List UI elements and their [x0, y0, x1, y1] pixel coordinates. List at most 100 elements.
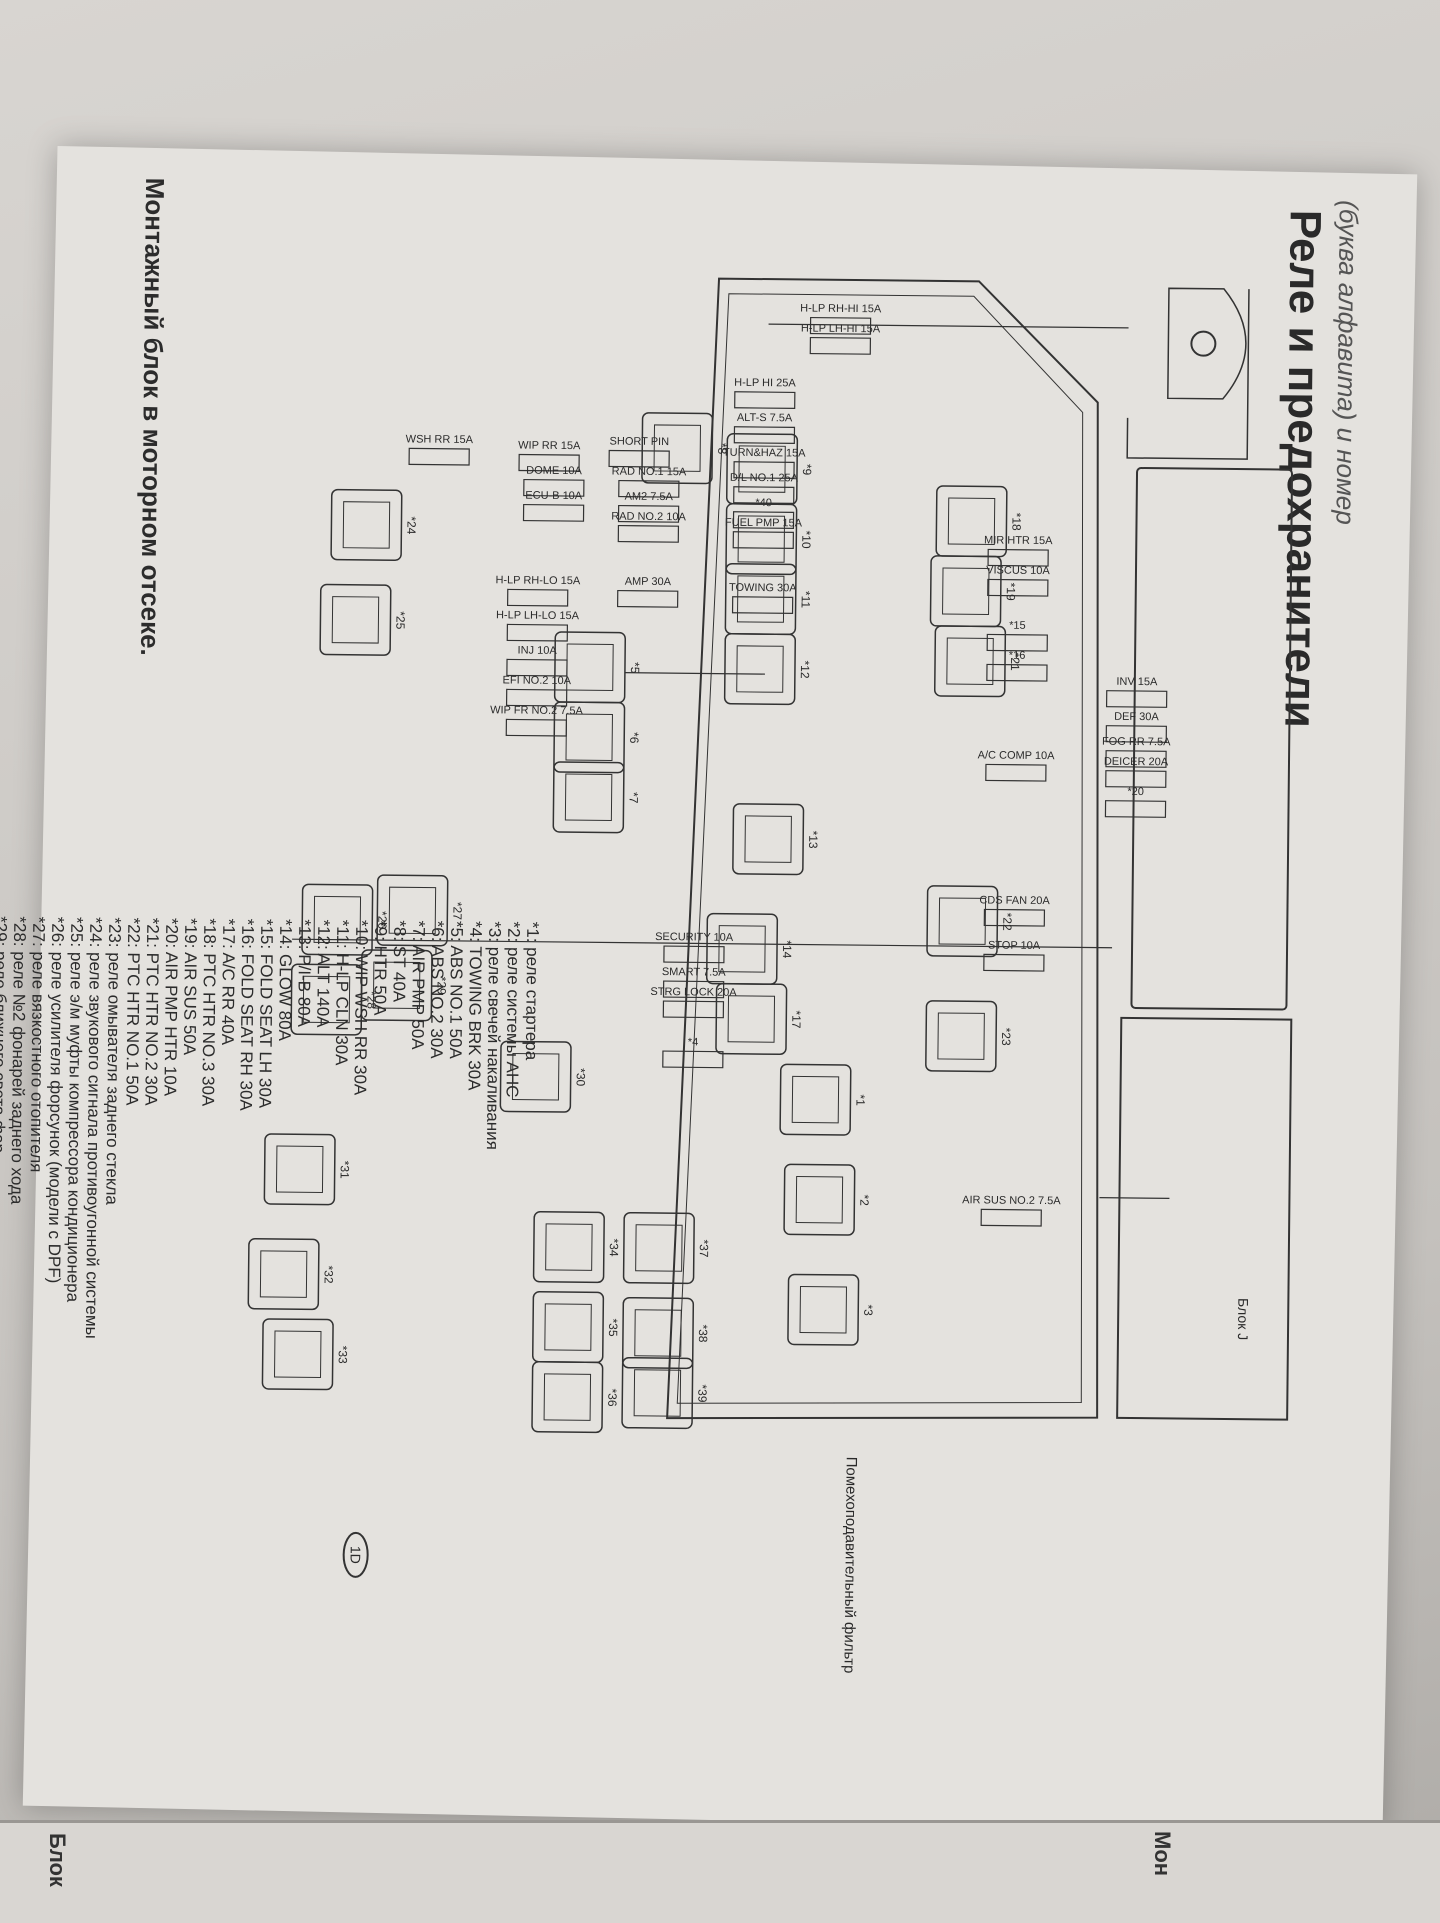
fuse-label: FOG RR 7.5A: [1102, 736, 1171, 749]
relay-21: *21: [933, 625, 1022, 698]
fuse-body: [733, 426, 796, 445]
relay-body: [263, 1133, 336, 1206]
relay-body: [553, 631, 627, 704]
relay-socket: [744, 815, 792, 863]
relay-id: *35: [606, 1318, 620, 1336]
relay-body: [779, 1063, 852, 1136]
relay-body: [925, 1000, 998, 1073]
fuse-label: H-LP HI 25A: [734, 377, 796, 390]
relay-id: *37: [697, 1239, 711, 1257]
relay-body: [933, 625, 1007, 698]
relay-id: *10: [799, 530, 813, 548]
relay-id: *33: [336, 1346, 350, 1364]
fuse-label: RAD NO.2 10A: [611, 510, 686, 523]
relay-id: *9: [800, 464, 814, 476]
fuse-body: [1105, 725, 1167, 743]
relay-socket: [511, 1052, 560, 1101]
fuse-33: CDS FAN 20A: [979, 894, 1050, 927]
fuse-28: MIR HTR 15A: [984, 534, 1053, 567]
fuse-body: [732, 531, 794, 550]
relay-socket: [738, 445, 786, 493]
fuse-label: AM2 7.5A: [625, 491, 674, 504]
relay-socket: [799, 1286, 847, 1334]
fuse-15: H-LP RH-HI 15A: [800, 302, 882, 335]
relay-6: *6: [553, 701, 641, 774]
relay-socket: [946, 637, 994, 686]
relay-id: *24: [404, 516, 418, 534]
relay-socket: [331, 596, 380, 644]
relay-38: *38: [621, 1296, 710, 1370]
fuse-label: *20: [1127, 786, 1144, 798]
fuse-label: RAD NO.1 15A: [612, 465, 687, 478]
relay-id: *26: [375, 911, 389, 929]
relay-id: *13: [806, 831, 820, 849]
relay-socket: [274, 1330, 322, 1378]
relay-id: *34: [607, 1238, 621, 1256]
relay-body: [531, 1361, 604, 1434]
bolt-1F: [1190, 330, 1217, 357]
relay-socket: [791, 1075, 840, 1124]
relay-24: *24: [330, 488, 419, 561]
relay-body: [261, 1318, 334, 1391]
fuse-39: *20: [1104, 786, 1167, 818]
relay-socket: [313, 895, 362, 944]
filter-label: Помехоподавительный фильтр: [840, 1457, 859, 1674]
fuse-label: AIR SUS NO.2 7.5A: [962, 1194, 1061, 1207]
fuse-4: ECU-B 10A: [522, 490, 585, 522]
relay-socket: [937, 1012, 985, 1060]
fuse-label: SHORT PIN: [610, 435, 670, 448]
relay-body: [247, 1238, 320, 1311]
relay-id: *27: [450, 902, 464, 920]
fuse-31: *16: [986, 650, 1048, 682]
relay-body: [360, 949, 433, 1022]
fuse-label: *4: [688, 1036, 699, 1048]
relay-body: [552, 761, 625, 834]
relay-32: *32: [247, 1238, 336, 1311]
fuse-30: *15: [986, 620, 1048, 652]
fuse-label: H-LP LH-LO 15A: [496, 609, 580, 622]
relay-10: *10: [725, 503, 813, 576]
block-j-right: [1130, 467, 1294, 1011]
block-j-bottom: [1116, 1016, 1293, 1421]
fuse-body: [522, 503, 585, 522]
relay-body: [532, 1211, 605, 1284]
relay-id: *32: [321, 1265, 335, 1283]
fuse-label: WIP FR NO.2 7.5A: [490, 704, 583, 717]
relay-socket: [727, 995, 776, 1043]
relay-2: *2: [783, 1163, 871, 1236]
fuse-23: TOWING 30A: [729, 582, 797, 615]
fuse-body: [518, 453, 580, 472]
fuse-37: FOG RR 7.5A: [1102, 736, 1171, 768]
relay-socket: [388, 886, 437, 935]
relay-id: *17: [789, 1010, 803, 1028]
fuse-label: *15: [1009, 620, 1026, 632]
relay-id: *18: [1009, 513, 1023, 531]
fuse-body: [983, 953, 1045, 972]
relay-7: *7: [552, 761, 641, 834]
relay-body: [531, 1291, 605, 1364]
relay-socket: [947, 497, 996, 546]
fuse-label: ECU-B 10A: [525, 490, 583, 503]
fuse-27: *4: [662, 1036, 724, 1069]
fuse-body: [983, 908, 1046, 927]
relay-socket: [342, 501, 391, 549]
relay-36: *36: [531, 1361, 619, 1434]
relay-1: *1: [779, 1063, 868, 1136]
fuse-7: AM2 7.5A: [617, 491, 680, 523]
relay-body: [499, 1040, 572, 1113]
fuse-body: [809, 316, 872, 335]
fuse-body: [1105, 750, 1167, 768]
fuse-body: [505, 688, 568, 707]
relay-body: [783, 1163, 856, 1236]
fuse-label: H-LP RH-LO 15A: [495, 574, 581, 587]
fuse-label: DEF 30A: [1114, 711, 1159, 723]
relay-30: *30: [499, 1040, 588, 1113]
fuse-label: STRG LOCK 20A: [650, 986, 737, 999]
relay-id: *38: [696, 1324, 710, 1342]
fuse-body: [663, 945, 725, 964]
relay-id: *21: [1008, 653, 1022, 671]
relay-legend: *1: реле стартера*2: реле системы АНС*3:…: [0, 914, 542, 1822]
fuse-body: [506, 588, 569, 607]
fuse-40: AIR SUS NO.2 7.5A: [962, 1194, 1061, 1227]
relay-9: *9: [725, 433, 814, 506]
